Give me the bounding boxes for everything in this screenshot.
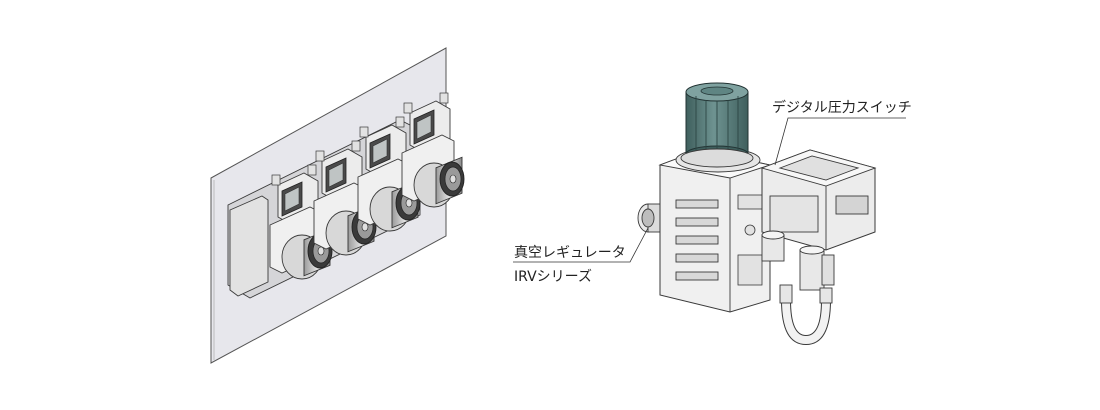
- switch-display: [281, 181, 303, 217]
- manifold-assembly: [210, 47, 465, 364]
- adjustment-knob: [680, 82, 754, 168]
- knob-icon: [413, 156, 465, 208]
- regulator-unit: [401, 92, 465, 208]
- callout-vacuum-regulator: 真空レギュレータ IRVシリーズ: [513, 227, 649, 285]
- callout-digital-pressure-switch: デジタル圧力スイッチ: [772, 99, 912, 166]
- switch-display: [369, 133, 391, 169]
- regulator-detail: [637, 82, 877, 346]
- regulator-body: [658, 147, 772, 313]
- switch-display: [413, 109, 435, 145]
- regulator-units: [229, 92, 465, 297]
- callout-label-switch: デジタル圧力スイッチ: [772, 99, 912, 116]
- regulator-unit: [313, 140, 377, 256]
- digital-pressure-switch: [760, 149, 877, 251]
- manifold-end-block: [229, 195, 269, 297]
- callout-label-series: IRVシリーズ: [514, 269, 592, 285]
- switch-display: [325, 157, 347, 193]
- callout-label-regulator: 真空レギュレータ: [514, 245, 626, 261]
- fittings: [761, 230, 835, 346]
